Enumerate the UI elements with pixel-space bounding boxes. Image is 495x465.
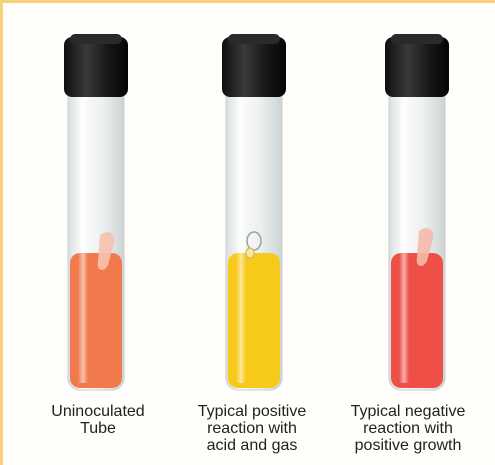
agar-slant bbox=[416, 228, 434, 266]
glass-shine bbox=[399, 83, 409, 383]
caption-line: positive growth bbox=[354, 437, 462, 454]
gas-bubble-icon bbox=[245, 247, 255, 259]
caption-line: reaction with bbox=[363, 420, 453, 437]
caption-line: acid and gas bbox=[206, 437, 298, 454]
caption-uninoculated: Uninoculated Tube bbox=[23, 403, 173, 437]
caption-line: Typical positive bbox=[197, 403, 307, 420]
tube-positive bbox=[222, 34, 286, 391]
glass-shine bbox=[78, 83, 88, 383]
screw-cap-icon bbox=[64, 37, 128, 97]
glass-shine bbox=[236, 83, 246, 383]
cap-top bbox=[70, 34, 122, 44]
agar-slant bbox=[97, 232, 115, 270]
cap-top bbox=[391, 34, 443, 44]
caption-line: Typical negative bbox=[350, 403, 466, 420]
gas-bubble-icon bbox=[246, 231, 262, 251]
caption-line: Tube bbox=[80, 420, 116, 437]
caption-line: Uninoculated bbox=[51, 403, 145, 420]
caption-positive: Typical positive reaction with acid and … bbox=[177, 403, 327, 454]
screw-cap-icon bbox=[385, 37, 449, 97]
medium-liquid bbox=[70, 253, 122, 388]
tube-negative bbox=[385, 34, 449, 391]
tube-uninoculated bbox=[64, 34, 128, 391]
test-tubes-illustration bbox=[64, 34, 449, 391]
screw-cap-icon bbox=[222, 37, 286, 97]
caption-negative: Typical negative reaction with positive … bbox=[333, 403, 483, 454]
medium-liquid bbox=[391, 253, 443, 388]
caption-line: reaction with bbox=[207, 420, 297, 437]
cap-top bbox=[228, 34, 280, 44]
medium-liquid bbox=[228, 253, 280, 388]
